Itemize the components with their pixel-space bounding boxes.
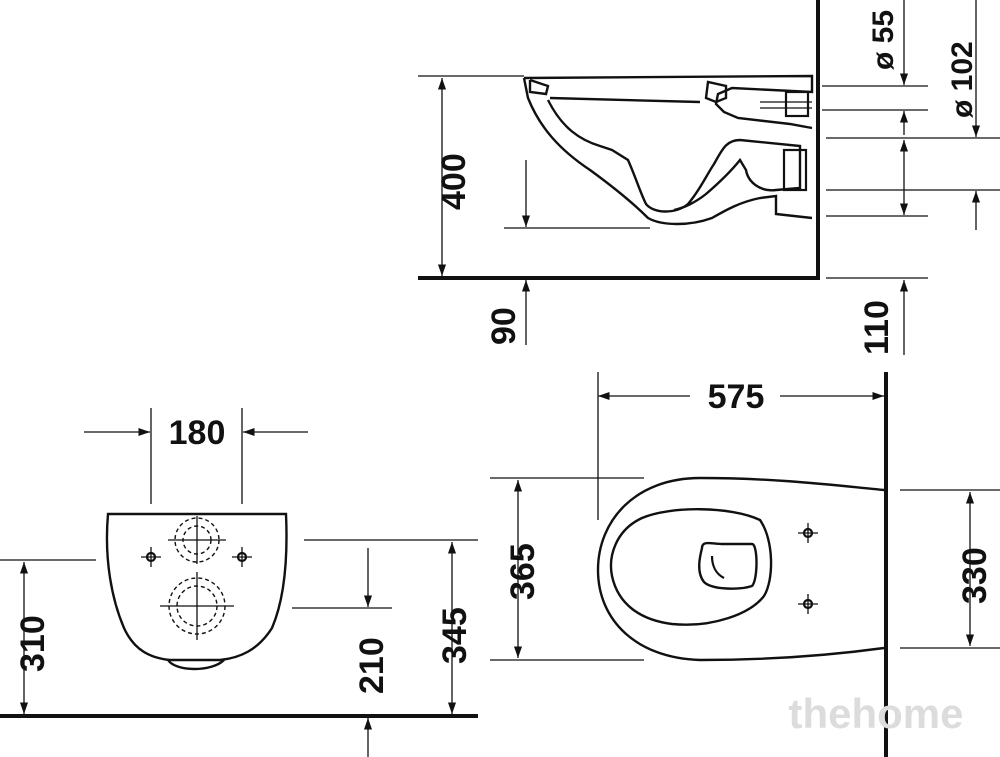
- top-outer-outline: [596, 476, 885, 662]
- inlet-diameter-label: ø 55: [867, 10, 900, 70]
- height-400-label: 400: [435, 153, 473, 210]
- side-trap-outline: [546, 96, 802, 213]
- front-bowl-outline: [105, 512, 288, 662]
- fixing-height-310-label: 310: [14, 615, 52, 672]
- drain-90-label: 90: [485, 307, 523, 345]
- wall-width-330-label: 330: [956, 547, 994, 604]
- width-365-label: 365: [504, 543, 542, 600]
- side-view: 400 90 ø 55 ø 102 110: [418, 0, 1000, 355]
- front-view: 180 310 210 345: [0, 408, 478, 757]
- rim-height-345-label: 345: [436, 607, 474, 664]
- side-bowl-outline: [522, 74, 814, 226]
- top-drain: [698, 541, 758, 590]
- outlet-height-210-label: 210: [353, 637, 391, 694]
- side-seat-outline: [528, 78, 728, 104]
- outlet-diameter-label: ø 102: [946, 41, 979, 118]
- fixing-spacing-180-label: 180: [169, 414, 226, 452]
- watermark-text: thehome: [788, 690, 963, 737]
- top-view: 575 365 330: [490, 372, 1000, 757]
- top-inner-bowl: [609, 508, 773, 626]
- front-foot-outline: [167, 659, 225, 671]
- outlet-height-110-label: 110: [858, 300, 896, 355]
- depth-575-label: 575: [708, 378, 765, 416]
